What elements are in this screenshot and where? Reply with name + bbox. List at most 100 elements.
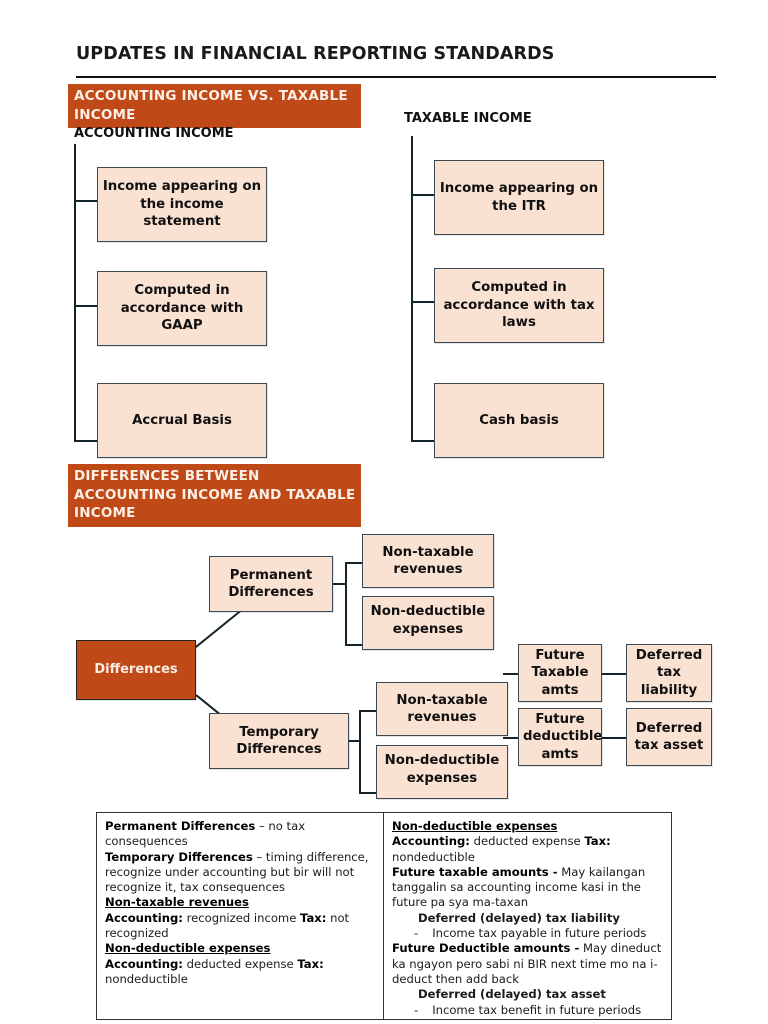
accounting-box-2-label: Computed in accordance with GAAP [120, 283, 244, 334]
accounting-box-3-label: Accrual Basis [132, 412, 232, 428]
section-header-differences: DIFFERENCES BETWEEN ACCOUNTING INCOME AN… [68, 464, 361, 527]
note-nondeductible-tax-label-right: Tax: [584, 834, 611, 849]
temporary-child-stub-1 [359, 710, 377, 712]
diagram-permanent-child-1: Non-taxable revenues [362, 534, 494, 588]
taxable-box-3: Cash basis [434, 383, 604, 458]
diagram-root-differences: Differences [76, 640, 196, 700]
amounts-stub-deductible [503, 737, 519, 739]
note-permanent-label: Permanent Differences [105, 819, 256, 833]
note-nontaxable-tax-text: not recognized [105, 910, 350, 941]
diagram-temporary-label: Temporary Differences [236, 724, 322, 758]
notes-column-left: Permanent Differences – no tax consequen… [97, 813, 384, 1019]
accounting-box-2: Computed in accordance with GAAP [97, 271, 267, 346]
note-dta-bullet: -Income tax benefit in future periods [392, 1003, 663, 1018]
taxable-box-2: Computed in accordance with tax laws [434, 268, 604, 343]
accounting-box-1: Income appearing on the income statement [97, 167, 267, 242]
note-permanent-differences: Permanent Differences – no tax consequen… [105, 819, 375, 850]
diagram-future-deductible-amts: Future deductible amts [518, 708, 602, 766]
note-dta-heading: Deferred (delayed) tax asset [418, 987, 606, 1002]
note-dtl-bullet: -Income tax payable in future periods [392, 926, 663, 941]
diagram-future-taxable-amts-label: Future Taxable amts [531, 647, 589, 698]
taxable-stub-2 [411, 301, 435, 303]
diagram-deferred-tax-liability-label: Deferred tax liability [635, 647, 703, 698]
accounting-box-3: Accrual Basis [97, 383, 267, 458]
diagram-permanent-child-1-label: Non-taxable revenues [382, 544, 474, 578]
note-temporary-label: Temporary Differences [105, 849, 253, 864]
note-temporary-text: – timing difference, recognize under acc… [105, 849, 369, 895]
note-nondeductible-heading-left: Non-deductible expenses [105, 941, 375, 956]
diagram-future-taxable-amts: Future Taxable amts [518, 644, 602, 702]
taxable-stub-1 [411, 194, 435, 196]
note-nondeductible-acct-label-left: Accounting: [105, 956, 183, 971]
note-nontaxable-tax-label: Tax: [300, 910, 327, 925]
note-future-deductible-label: Future Deductible amounts - [392, 941, 580, 956]
accounting-stub-1 [74, 200, 98, 202]
diagram-permanent-child-2-label: Non-deductible expenses [370, 604, 486, 637]
diagram-temporary-child-1: Non-taxable revenues [376, 682, 508, 736]
diagram-temporary-child-1-label: Non-taxable revenues [396, 692, 488, 726]
note-nondeductible-acct-text-right: deducted expense [469, 834, 585, 849]
diagram-temporary-child-2: Non-deductible expenses [376, 745, 508, 799]
note-nondeductible-acct-text-left: deducted expense [182, 956, 298, 971]
diagram-deferred-tax-asset-label: Deferred tax asset [634, 720, 704, 754]
amounts-stub-taxable [503, 673, 519, 675]
temporary-bracket-spine [359, 710, 361, 794]
note-future-taxable-amounts: Future taxable amounts - May kailangan t… [392, 865, 663, 911]
note-dtl-heading: Deferred (delayed) tax liability [418, 910, 620, 925]
taxable-box-2-label: Computed in accordance with tax laws [443, 280, 595, 331]
permanent-out-stub [333, 583, 347, 585]
note-temporary-differences: Temporary Differences – timing differenc… [105, 850, 375, 896]
taxable-spine [411, 136, 413, 442]
note-nondeductible-heading-left-label: Non-deductible expenses [105, 941, 271, 956]
column-caption-taxable-income: TAXABLE INCOME [404, 111, 532, 126]
taxable-box-1-label: Income appearing on the ITR [439, 181, 599, 214]
diagram-deferred-tax-asset: Deferred tax asset [626, 708, 712, 766]
diagram-temporary-child-2-label: Non-deductible expenses [384, 753, 500, 786]
permanent-child-stub-1 [345, 562, 363, 564]
note-nondeductible-heading-right: Non-deductible expenses [392, 819, 663, 834]
note-nondeductible-detail-right: Accounting: deducted expense Tax: nonded… [392, 834, 663, 865]
connector-deductible-to-dta [602, 737, 626, 739]
column-caption-accounting-income: ACCOUNTING INCOME [74, 126, 234, 141]
page-title: UPDATES IN FINANCIAL REPORTING STANDARDS [76, 44, 555, 64]
notes-column-right: Non-deductible expenses Accounting: dedu… [384, 813, 671, 1019]
note-nondeductible-tax-text-right: nondeductible [392, 849, 475, 864]
permanent-child-stub-2 [345, 644, 363, 646]
connector-taxable-to-dtl [602, 673, 626, 675]
taxable-box-1: Income appearing on the ITR [434, 160, 604, 235]
diagram-root-label: Differences [94, 662, 178, 678]
diagram-permanent-label: Permanent Differences [228, 567, 314, 601]
accounting-stub-2 [74, 305, 98, 307]
note-nontaxable-detail-left: Accounting: recognized income Tax: not r… [105, 911, 375, 942]
note-nondeductible-tax-text-left: nondeductible [105, 971, 188, 986]
note-nondeductible-acct-label-right: Accounting: [392, 834, 470, 849]
note-future-taxable-label: Future taxable amounts - [392, 864, 558, 879]
accounting-box-1-label: Income appearing on the income statement [102, 179, 262, 230]
note-nontaxable-acct-text: recognized income [182, 910, 301, 925]
temporary-child-stub-2 [359, 792, 377, 794]
notes-panel: Permanent Differences – no tax consequen… [96, 812, 672, 1020]
accounting-spine [74, 144, 76, 442]
note-future-taxable-text: May kailangan tanggalin sa accounting in… [392, 864, 646, 910]
section-header-accounting-vs-taxable: ACCOUNTING INCOME VS. TAXABLE INCOME [68, 84, 361, 128]
diagram-permanent-differences: Permanent Differences [209, 556, 333, 612]
note-dtl-bullet-text: Income tax payable in future periods [432, 926, 647, 941]
note-dtl-bullet-dash: - [414, 926, 419, 941]
note-future-deductible-text: May dineduct ka ngayon pero sabi ni BIR … [392, 941, 662, 986]
note-nontaxable-acct-label: Accounting: [105, 910, 183, 925]
note-nontaxable-heading-left: Non-taxable revenues [105, 895, 375, 910]
note-nondeductible-detail-left: Accounting: deducted expense Tax: nonded… [105, 957, 375, 988]
title-divider [76, 76, 716, 78]
note-nondeductible-heading-right-label: Non-deductible expenses [392, 819, 558, 833]
diagram-future-deductible-amts-label: Future deductible amts [523, 711, 602, 762]
note-dta-bullet-dash: - [414, 1002, 419, 1017]
temporary-out-stub [349, 740, 361, 742]
note-permanent-text: – no tax consequences [105, 819, 306, 849]
permanent-bracket-spine [345, 562, 347, 646]
accounting-stub-3 [74, 440, 98, 442]
diagram-deferred-tax-liability: Deferred tax liability [626, 644, 712, 702]
taxable-stub-3 [411, 440, 435, 442]
note-dta-bullet-text: Income tax benefit in future periods [432, 1002, 642, 1017]
note-nondeductible-tax-label-left: Tax: [297, 956, 324, 971]
